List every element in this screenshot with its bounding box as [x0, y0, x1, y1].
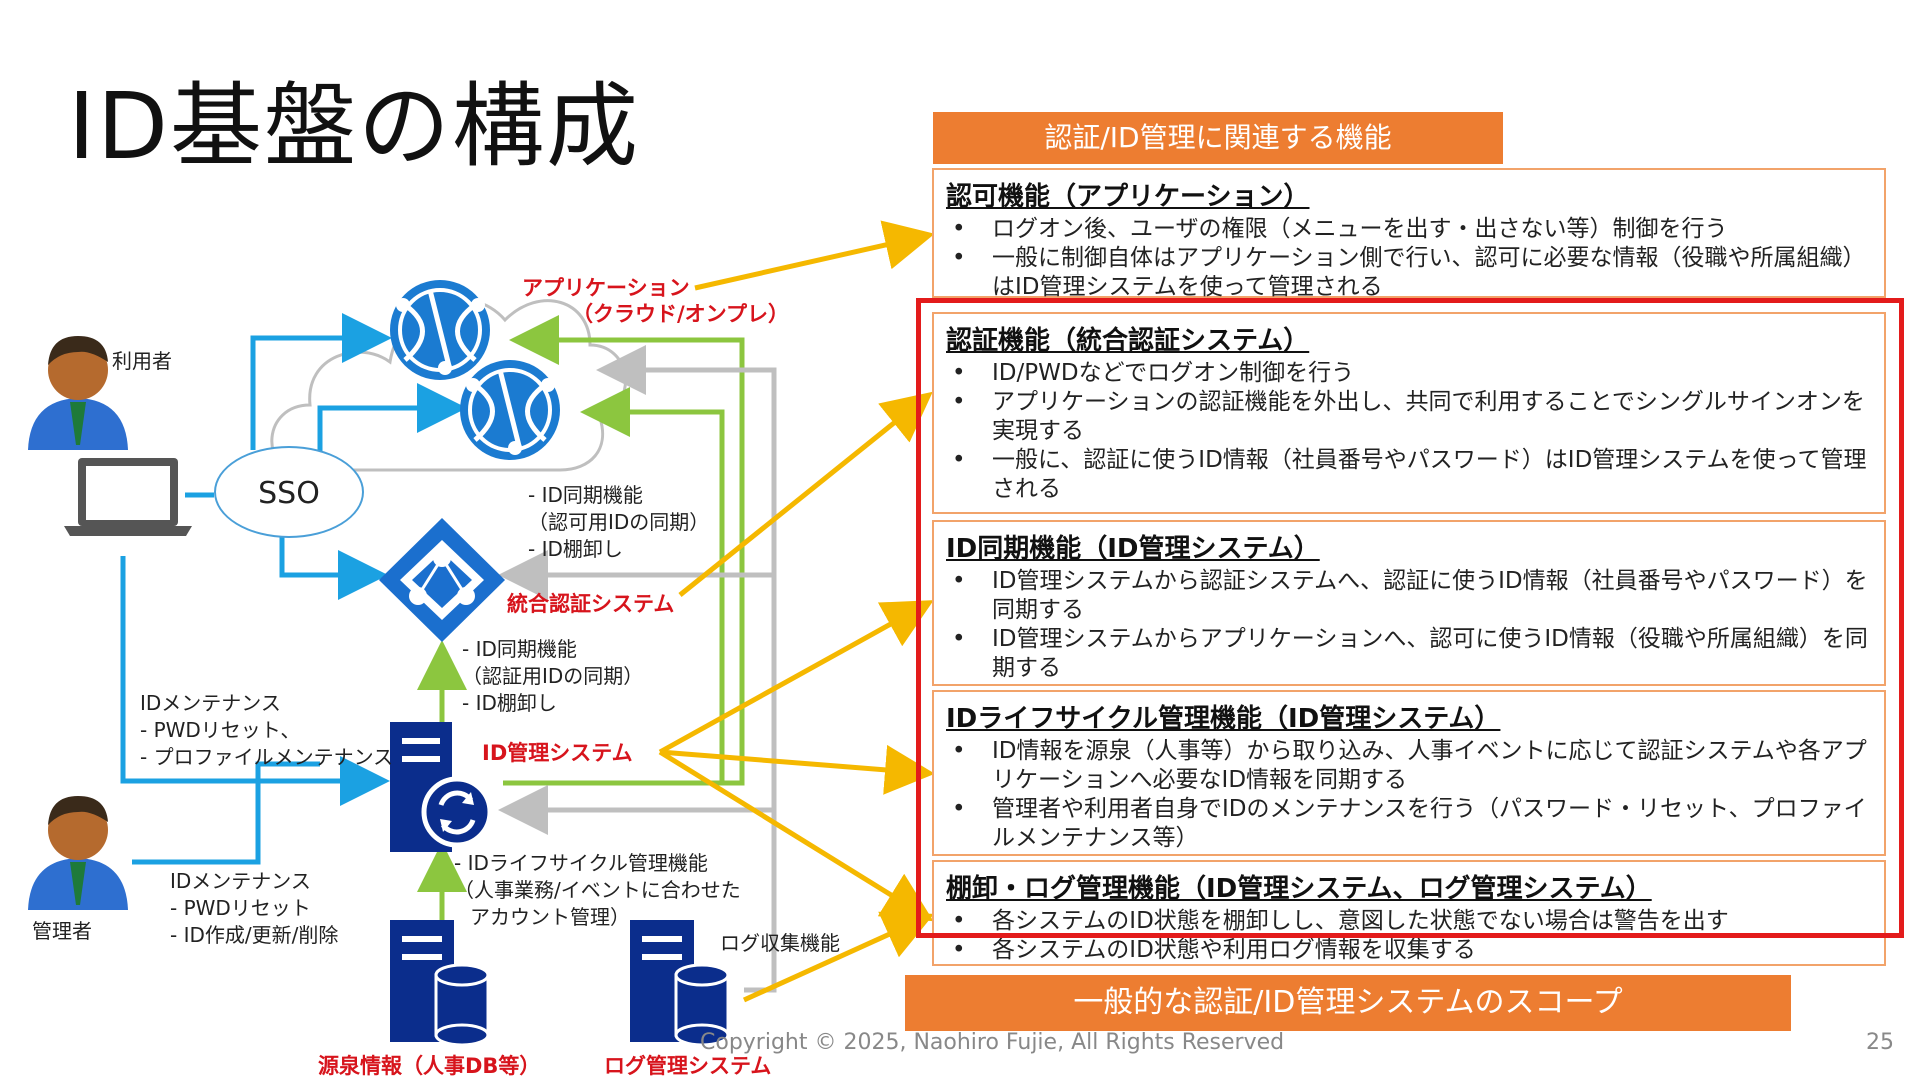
sync-authn-line: - ID棚卸し	[462, 691, 557, 715]
app-sublabel: （クラウド/オンプレ）	[572, 302, 790, 326]
audit-log-box: 棚卸・ログ管理機能（ID管理システム、ログ管理システム） 各システムのID状態を…	[932, 860, 1886, 966]
person-icon	[28, 336, 128, 450]
box-item: ログオン後、ユーザの権限（メニューを出す・出さない等）制御を行う	[946, 215, 1872, 244]
sync-authz-line: - ID同期機能	[528, 483, 643, 507]
person-icon	[28, 796, 128, 910]
id-lifecycle-box: IDライフサイクル管理機能（ID管理システム） ID情報を源泉（人事等）から取り…	[932, 690, 1886, 856]
user-maint-line: IDメンテナンス	[140, 691, 281, 715]
admin-maintenance-label: IDメンテナンス - PWDリセット - ID作成/更新/削除	[170, 868, 338, 949]
admin-maint-line: IDメンテナンス	[170, 869, 311, 893]
idm-system-label: ID管理システム	[482, 741, 633, 765]
sync-authn-label: - ID同期機能 （認証用IDの同期） - ID棚卸し	[462, 636, 643, 717]
log-collection-arrows	[498, 345, 777, 993]
sync-authz-label: - ID同期機能 （認可用IDの同期） - ID棚卸し	[528, 482, 709, 563]
box-item: 一般に制御自体はアプリケーション側で行い、認可に必要な情報（役職や所属組織）はI…	[946, 244, 1872, 302]
admin-maint-line: - PWDリセット	[170, 896, 311, 920]
box-item: ID管理システムから認証システムへ、認証に使うID情報（社員番号やパスワード）を…	[946, 567, 1872, 625]
server-sync-icon	[390, 722, 493, 852]
box-item: 一般に、認証に使うID情報（社員番号やパスワード）はID管理システムを使って管理…	[946, 446, 1872, 504]
admin-label: 管理者	[32, 919, 92, 943]
source-db-label: 源泉情報（人事DB等）	[318, 1054, 541, 1078]
lifecycle-line: アカウント管理）	[470, 905, 630, 929]
sso-flow-arrows	[120, 313, 467, 865]
sync-arrows	[417, 315, 745, 920]
authentication-box: 認証機能（統合認証システム） ID/PWDなどでログオン制御を行う アプリケーシ…	[932, 312, 1886, 514]
pointer-arrows	[658, 220, 935, 1003]
box-item: ID/PWDなどでログオン制御を行う	[946, 359, 1872, 388]
box-heading: ID同期機能（ID管理システム）	[946, 534, 1320, 564]
sso-node: SSO	[214, 446, 364, 538]
id-sync-box: ID同期機能（ID管理システム） ID管理システムから認証システムへ、認証に使う…	[932, 520, 1886, 686]
box-item: アプリケーションの認証機能を外出し、共同で利用することでシングルサインオンを実現…	[946, 388, 1872, 446]
user-maint-line: - プロファイルメンテナンス	[140, 745, 394, 769]
box-heading: 認可機能（アプリケーション）	[946, 182, 1310, 212]
page-title: ID基盤の構成	[68, 73, 640, 180]
app-label: アプリケーション	[522, 276, 690, 300]
lifecycle-line: （人事業務/イベントに合わせた	[454, 878, 741, 902]
box-item: ID情報を源泉（人事等）から取り込み、人事イベントに応じて認証システムや各アプリ…	[946, 737, 1872, 795]
log-system-label: ログ管理システム	[604, 1054, 772, 1078]
scope-banner-top: 認証/ID管理に関連する機能	[933, 112, 1503, 164]
sync-authz-line: （認可用IDの同期）	[528, 510, 710, 534]
authorization-box: 認可機能（アプリケーション） ログオン後、ユーザの権限（メニューを出す・出さない…	[932, 168, 1886, 300]
page-number: 25	[1866, 1030, 1894, 1055]
lifecycle-line: - IDライフサイクル管理機能	[454, 851, 708, 875]
user-maint-line: - PWDリセット、	[140, 718, 301, 742]
user-maintenance-label: IDメンテナンス - PWDリセット、 - プロファイルメンテナンス	[140, 690, 393, 771]
laptop-icon	[64, 458, 192, 536]
box-item: 各システムのID状態を棚卸しし、意図した状態でない場合は警告を出す	[946, 907, 1872, 936]
web-app-icon	[390, 280, 490, 380]
auth-system-label: 統合認証システム	[507, 592, 675, 616]
box-heading: 認証機能（統合認証システム）	[946, 326, 1310, 356]
log-collection-label: ログ収集機能	[720, 931, 840, 955]
box-item: 各システムのID状態や利用ログ情報を収集する	[946, 936, 1872, 965]
box-item: ID管理システムからアプリケーションへ、認可に使うID情報（役職や所属組織）を同…	[946, 625, 1872, 683]
scope-frame	[916, 298, 1904, 938]
box-heading: 棚卸・ログ管理機能（ID管理システム、ログ管理システム）	[946, 874, 1652, 904]
database-server-icon	[630, 920, 730, 1047]
sync-authn-line: （認証用IDの同期）	[462, 664, 644, 688]
scope-banner-bottom: 一般的な認証/ID管理システムのスコープ	[905, 975, 1791, 1031]
sync-authz-line: - ID棚卸し	[528, 537, 623, 561]
sync-authn-line: - ID同期機能	[462, 637, 577, 661]
copyright-footer: Copyright © 2025, Naohiro Fujie, All Rig…	[700, 1030, 1285, 1055]
admin-maint-line: - ID作成/更新/削除	[170, 923, 339, 947]
database-server-icon	[390, 920, 490, 1047]
user-label: 利用者	[112, 349, 172, 373]
box-item: 管理者や利用者自身でIDのメンテナンスを行う（パスワード・リセット、プロファイル…	[946, 795, 1872, 853]
azure-ad-icon	[379, 518, 505, 642]
lifecycle-label: - IDライフサイクル管理機能 （人事業務/イベントに合わせた アカウント管理）	[454, 850, 741, 931]
box-heading: IDライフサイクル管理機能（ID管理システム）	[946, 704, 1501, 734]
web-app-icon	[460, 360, 560, 460]
